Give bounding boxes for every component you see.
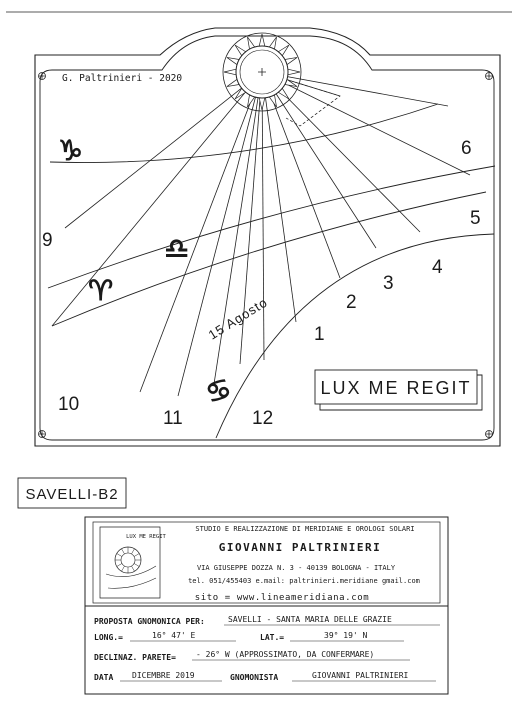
- longitude-value: 16° 47' E: [152, 631, 196, 640]
- motto-plaque: LUX ME REGIT: [314, 369, 483, 411]
- sun-ray: [278, 44, 290, 56]
- gnomonist-label: GNOMONISTA: [230, 673, 278, 682]
- sun-ray: [258, 33, 266, 47]
- hour-line-12-30: [261, 71, 297, 323]
- sun-ray: [226, 57, 240, 65]
- sun-ray: [223, 68, 237, 76]
- hour-line-4: [261, 71, 471, 176]
- project-label: PROPOSTA GNOMONICA PER:: [94, 617, 205, 626]
- screw-icon: [38, 430, 46, 438]
- hour-line-12: [261, 71, 265, 361]
- gnomonist-value: GIOVANNI PALTRINIERI: [312, 671, 409, 680]
- latitude-label: LAT.=: [260, 633, 284, 642]
- aug-15-curve: [51, 191, 487, 327]
- declination-label: DECLINAZ. PARETE=: [94, 653, 176, 662]
- date-label: DATA: [94, 673, 113, 682]
- aries-icon: ♈: [88, 274, 113, 307]
- hour-line-11-30: [239, 71, 263, 365]
- screw-icon: [485, 430, 493, 438]
- sun-ray: [284, 57, 298, 65]
- sun-ray: [226, 79, 240, 87]
- hour-line-9: [51, 71, 263, 327]
- hour-label-1: 1: [314, 324, 325, 345]
- declination-value: - 26° W (APPROSSIMATO, DA CONFERMARE): [196, 650, 374, 659]
- latitude-value: 39° 19' N: [324, 631, 368, 640]
- contacts-line: tel. 051/455403 e.mail: paltrinieri.meri…: [188, 577, 420, 585]
- hour-line-1: [261, 71, 341, 279]
- libra-icon: ♎: [164, 232, 189, 265]
- title-block: LUX ME REGIT STUDIO E REALIZZAZIONE DI M…: [84, 516, 449, 695]
- sun-ray: [258, 97, 266, 111]
- date-value: DICEMBRE 2019: [132, 671, 195, 680]
- sun-ray: [284, 79, 298, 87]
- hour-line-5: [261, 71, 449, 107]
- logo-ray: [133, 553, 140, 557]
- drawing-tag-text: SAVELLI-B2: [25, 486, 118, 503]
- logo-ray: [116, 563, 123, 567]
- date-line-label: 15 Agosto: [206, 294, 271, 342]
- screw-icon: [485, 72, 493, 80]
- hour-label-2: 2: [346, 292, 357, 313]
- studio-logo-icon: LUX ME REGIT: [99, 526, 167, 599]
- project-value: SAVELLI - SANTA MARIA DELLE GRAZIE: [228, 615, 392, 624]
- logo-ray: [133, 563, 140, 567]
- screw-icon: [38, 72, 46, 80]
- sun-ray: [278, 88, 290, 100]
- hour-line-10: [139, 71, 263, 393]
- logo-ray: [131, 548, 135, 555]
- zodiac-signs: ♑ ♎ ♈ ♋: [58, 134, 237, 411]
- hour-label-5: 5: [470, 208, 481, 229]
- motto-text: LUX ME REGIT: [320, 378, 471, 398]
- address-line: VIA GIUSEPPE DOZZA N. 3 - 40139 BOLOGNA …: [197, 564, 396, 572]
- dial-inner-frame: [39, 35, 495, 441]
- hour-label-3: 3: [383, 273, 394, 294]
- hour-label-6: 6: [461, 138, 472, 159]
- sun-ray: [269, 94, 277, 108]
- capricorn-icon: ♑: [58, 134, 83, 167]
- drawing-tag: SAVELLI-B2: [17, 477, 127, 509]
- logo-ray: [121, 548, 125, 555]
- declination-curves: [47, 103, 496, 439]
- logo-ray: [116, 553, 123, 557]
- logo-ray: [131, 565, 135, 572]
- dial-outer-frame: [34, 27, 501, 447]
- sun-ray: [269, 36, 277, 50]
- hour-line-8: [64, 71, 263, 229]
- hour-lines: [51, 71, 471, 397]
- hour-line-10-30: [177, 71, 263, 397]
- equinox-line: [47, 165, 496, 289]
- site-line: sito = www.lineameridiana.com: [195, 593, 370, 603]
- hour-label-4: 4: [432, 257, 443, 278]
- sun-emblem-icon: [222, 32, 302, 112]
- hour-label-11: 11: [163, 408, 183, 429]
- logo-motto: LUX ME REGIT: [126, 534, 166, 540]
- cancer-curve: [215, 233, 495, 439]
- sun-ray: [234, 88, 246, 100]
- sun-ray: [287, 68, 301, 76]
- logo-ray: [121, 565, 125, 572]
- designer-name: GIOVANNI PALTRINIERI: [219, 541, 381, 554]
- hour-label-10: 10: [58, 394, 79, 415]
- sun-ray: [234, 44, 246, 56]
- studio-line: STUDIO E REALIZZAZIONE DI MERIDIANE E OR…: [195, 525, 414, 533]
- cancer-icon: ♋: [201, 371, 236, 411]
- capricorn-curve: [49, 103, 439, 163]
- longitude-label: LONG.=: [94, 633, 123, 642]
- sun-ray: [247, 36, 255, 50]
- hour-line-2: [261, 71, 377, 249]
- hour-label-9: 9: [42, 230, 53, 251]
- sun-ray: [247, 94, 255, 108]
- hour-line-11: [213, 71, 263, 385]
- author-signature: G. Paltrinieri - 2020: [62, 73, 182, 84]
- hour-label-12: 12: [252, 408, 273, 429]
